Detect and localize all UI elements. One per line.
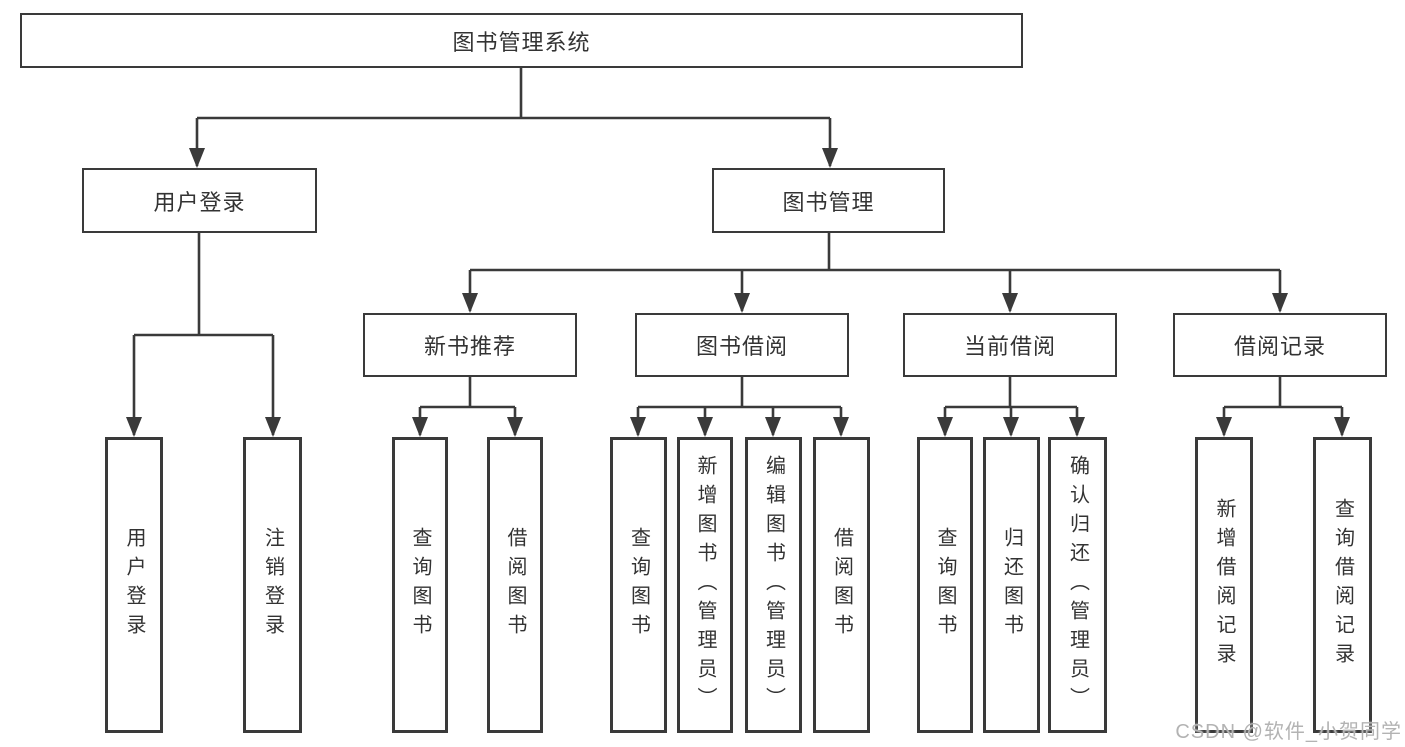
node-return-books: 归还图书: [983, 437, 1040, 733]
node-label: 借阅图书: [830, 527, 853, 643]
node-add-borrow-record: 新增借阅记录: [1195, 437, 1253, 733]
node-label: 注销登录: [261, 527, 284, 643]
connector-arrow-lines: [126, 118, 1350, 437]
node-label: 用户登录: [123, 527, 145, 643]
node-label: 新增借阅记录: [1213, 498, 1235, 672]
node-label: 借阅图书: [504, 527, 526, 643]
node-label: 查询图书: [934, 527, 956, 643]
node-book-management: 图书管理: [712, 168, 945, 233]
node-query-books-current: 查询图书: [917, 437, 973, 733]
node-label: 查询借阅记录: [1331, 498, 1354, 672]
node-query-borrow-record: 查询借阅记录: [1313, 437, 1372, 733]
node-edit-books-admin: 编辑图书（管理员）: [745, 437, 802, 733]
node-label: 查询图书: [409, 527, 431, 643]
node-new-book-recommend: 新书推荐: [363, 313, 577, 377]
node-label: 新增图书（管理员）: [694, 454, 716, 716]
node-label: 确认归还（管理员）: [1066, 454, 1089, 716]
node-user-login-leaf: 用户登录: [105, 437, 163, 733]
node-query-books-recommend: 查询图书: [392, 437, 448, 733]
node-logout-leaf: 注销登录: [243, 437, 302, 733]
node-label: 归还图书: [1000, 527, 1023, 643]
node-label: 编辑图书（管理员）: [762, 454, 785, 716]
node-current-borrowing: 当前借阅: [903, 313, 1117, 377]
node-label: 查询图书: [627, 527, 650, 643]
node-library-system: 图书管理系统: [20, 13, 1023, 68]
node-confirm-return-admin: 确认归还（管理员）: [1048, 437, 1107, 733]
connector-trunk-lines: [134, 68, 1342, 409]
node-borrowing-records: 借阅记录: [1173, 313, 1387, 377]
node-add-books-admin: 新增图书（管理员）: [677, 437, 733, 733]
node-borrow-books-recommend: 借阅图书: [487, 437, 543, 733]
node-borrow-books-leaf: 借阅图书: [813, 437, 870, 733]
node-user-login: 用户登录: [82, 168, 317, 233]
node-query-books-borrow: 查询图书: [610, 437, 667, 733]
node-book-borrowing: 图书借阅: [635, 313, 849, 377]
